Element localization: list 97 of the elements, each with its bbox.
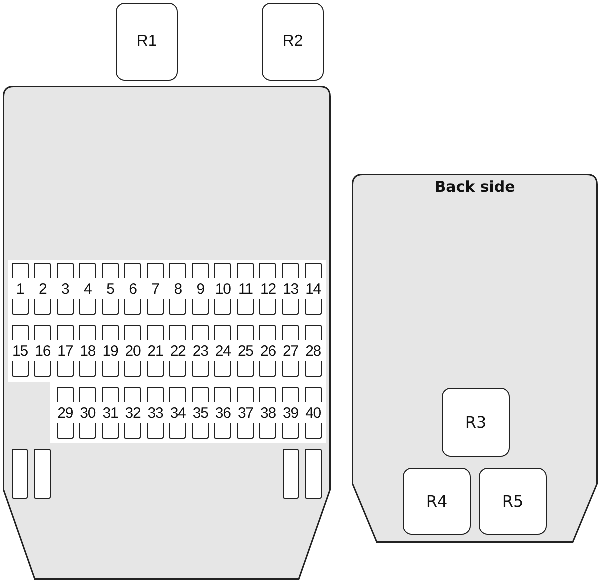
fuse-number: 8	[174, 282, 182, 296]
fuse-slot	[214, 325, 232, 377]
fuse-slot	[305, 449, 322, 499]
fuse-number: 16	[34, 344, 51, 358]
panel-title: Back side	[434, 179, 516, 196]
fuse-slot	[12, 325, 28, 377]
relay-label: R4	[426, 494, 448, 510]
fuse-number: 6	[128, 282, 137, 296]
fuse-number: 11	[238, 282, 253, 296]
fuse-slot	[259, 263, 276, 315]
fuse-slot	[146, 387, 164, 439]
relay-box	[403, 468, 471, 535]
fuse-number: 15	[12, 344, 28, 358]
relay-label: R2	[282, 34, 304, 50]
fuse-number: 22	[170, 344, 186, 358]
fuse-slot	[146, 263, 164, 315]
fuse-number: 2	[38, 282, 47, 296]
fuse-slot	[124, 387, 142, 439]
fuse-slot	[283, 449, 299, 499]
fuse-slot	[236, 325, 254, 377]
fuse-box-panel	[3, 86, 331, 580]
fuse-number: 18	[80, 344, 96, 358]
fuse-slot	[124, 325, 142, 377]
fuse-number: 20	[124, 344, 141, 358]
relay-box	[442, 388, 510, 457]
fuse-number: 38	[260, 406, 276, 420]
fuse-slot	[282, 325, 299, 377]
fuse-slot	[102, 387, 119, 439]
fuse-slot	[192, 263, 209, 315]
fuse-slot	[102, 325, 119, 377]
relay-box	[116, 3, 178, 81]
fuse-slot	[192, 325, 209, 377]
fuse-slot	[12, 263, 28, 315]
fuse-slot	[79, 387, 96, 439]
fuse-number: 29	[57, 406, 74, 420]
fuse-slot	[304, 325, 322, 377]
fuse-number: 23	[192, 344, 208, 358]
fuse-number: 17	[57, 344, 74, 358]
fuse-slot	[304, 387, 322, 439]
fuse-slot	[56, 263, 74, 315]
fuse-number: 12	[260, 282, 276, 296]
fuse-number: 24	[214, 344, 231, 358]
fuse-slot	[192, 387, 209, 439]
fuse-number: 31	[102, 406, 118, 420]
fuse-slot	[214, 387, 232, 439]
fuse-slot	[282, 263, 299, 315]
relay-label: R3	[465, 414, 487, 430]
fuse-slot	[124, 263, 142, 315]
fuse-number: 33	[147, 406, 164, 420]
fuse-number: 35	[192, 406, 208, 420]
fuse-number: 4	[83, 282, 92, 296]
fuse-number: 9	[196, 282, 204, 296]
fuse-slot	[56, 325, 74, 377]
fuse-number: 28	[304, 344, 322, 358]
fuse-number: 40	[304, 406, 322, 420]
fuse-slot	[34, 449, 51, 499]
fuse-slot	[214, 263, 232, 315]
relay-label: R5	[502, 494, 524, 510]
fuse-slot	[236, 387, 254, 439]
fuse-slot	[169, 263, 186, 315]
fuse-number: 10	[214, 282, 231, 296]
relay-box	[479, 468, 547, 535]
fuse-number: 19	[102, 344, 118, 358]
fuse-slot	[34, 263, 52, 315]
fuse-slot	[236, 263, 254, 315]
fuse-number: 5	[106, 282, 114, 296]
fuse-number: 3	[60, 282, 70, 296]
fuse-slot	[79, 325, 96, 377]
fuse-slot	[102, 263, 119, 315]
relay-label: R1	[136, 34, 158, 50]
fuse-number: 25	[237, 344, 254, 358]
fuse-number: 7	[151, 282, 160, 296]
back-side-panel	[352, 174, 598, 543]
relay-box	[262, 3, 324, 81]
fuse-slot	[56, 387, 74, 439]
fuse-number: 27	[282, 344, 299, 358]
fuse-number: 37	[237, 406, 254, 420]
fuse-number: 36	[214, 406, 231, 420]
fuse-slot	[34, 325, 52, 377]
fuse-number: 1	[16, 282, 24, 296]
fuse-slot	[146, 325, 164, 377]
fuse-slot	[282, 387, 299, 439]
fuse-slot	[169, 387, 186, 439]
fuse-slot	[12, 449, 28, 499]
fuse-slot	[259, 325, 276, 377]
fuse-number: 34	[170, 406, 186, 420]
fuse-number: 30	[80, 406, 96, 420]
fuse-number: 21	[147, 344, 164, 358]
fuse-number: 13	[282, 282, 299, 296]
fuse-slot	[259, 387, 276, 439]
fuse-slot	[79, 263, 96, 315]
fuse-number: 14	[304, 282, 322, 296]
fuse-number: 32	[124, 406, 141, 420]
fuse-slot	[304, 263, 322, 315]
fuse-slot	[169, 325, 186, 377]
fuse-number: 39	[282, 406, 299, 420]
fuse-number: 26	[260, 344, 276, 358]
